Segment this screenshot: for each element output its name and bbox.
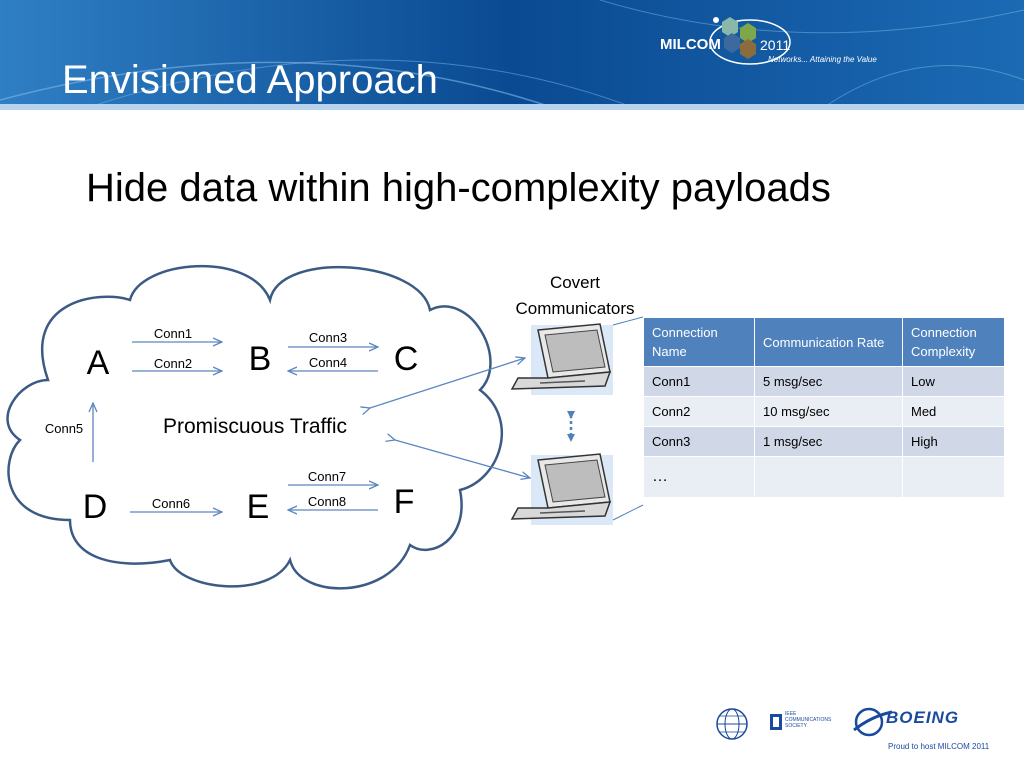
table-row: Conn2 10 msg/sec Med bbox=[643, 396, 1005, 427]
laptop-icon bbox=[510, 453, 613, 525]
header-background bbox=[0, 0, 1024, 110]
table-cell: 1 msg/sec bbox=[754, 426, 903, 457]
column-header: Communication Rate bbox=[754, 317, 903, 367]
milcom-logo-tagline: Networks... Attaining the Value bbox=[768, 55, 877, 64]
conn4-label: Conn4 bbox=[309, 355, 347, 370]
laptop2-link-arrow bbox=[395, 440, 530, 478]
covert-label-line2: Communicators bbox=[515, 299, 634, 318]
ieee-comsoc-icon bbox=[770, 714, 782, 730]
table-cell bbox=[902, 456, 1005, 498]
table-cell: … bbox=[643, 456, 755, 498]
footer-tagline: Proud to host MILCOM 2011 bbox=[888, 742, 990, 751]
conn7-label: Conn7 bbox=[308, 469, 346, 484]
laptop1-link-arrow bbox=[370, 358, 525, 408]
table-cell: Conn3 bbox=[643, 426, 755, 457]
covert-label-line1: Covert bbox=[550, 273, 600, 292]
laptop1-table-link bbox=[612, 316, 644, 326]
conn2-label: Conn2 bbox=[154, 356, 192, 371]
afcea-globe-icon bbox=[716, 708, 748, 740]
table-cell: 5 msg/sec bbox=[754, 366, 903, 397]
node-a: A bbox=[87, 344, 110, 382]
column-header: Connection Complexity bbox=[902, 317, 1005, 367]
node-f: F bbox=[394, 483, 415, 521]
conn6-label: Conn6 bbox=[152, 496, 190, 511]
node-c: C bbox=[394, 340, 419, 378]
conn5-label: Conn5 bbox=[45, 421, 83, 436]
table-row: Conn3 1 msg/sec High bbox=[643, 426, 1005, 457]
table-cell: High bbox=[902, 426, 1005, 457]
connection-table: Connection Name Communication Rate Conne… bbox=[643, 317, 1005, 498]
table-row: … bbox=[643, 456, 1005, 498]
boeing-logo-icon bbox=[853, 707, 893, 737]
node-b: B bbox=[249, 340, 272, 378]
slide-subtitle: Hide data within high-complexity payload… bbox=[86, 166, 831, 210]
column-header: Connection Name bbox=[643, 317, 755, 367]
table-cell: Low bbox=[902, 366, 1005, 397]
conn8-label: Conn8 bbox=[308, 494, 346, 509]
conn1-label: Conn1 bbox=[154, 326, 192, 341]
milcom-logo-year: 2011 bbox=[760, 37, 791, 53]
footer-logos bbox=[716, 707, 893, 740]
node-d: D bbox=[83, 488, 108, 526]
table-cell: Conn2 bbox=[643, 396, 755, 427]
table-cell: Med bbox=[902, 396, 1005, 427]
laptop-icon bbox=[510, 323, 613, 395]
slide-title: Envisioned Approach bbox=[62, 58, 438, 102]
header-banner: MILCOM 2011 Networks... Attaining the Va… bbox=[0, 0, 1024, 110]
boeing-wordmark: BOEING bbox=[886, 708, 960, 727]
node-e: E bbox=[247, 488, 270, 526]
table-row: Conn1 5 msg/sec Low bbox=[643, 366, 1005, 397]
cloud-label: Promiscuous Traffic bbox=[163, 415, 347, 438]
laptop2-table-link bbox=[612, 504, 644, 521]
conn3-label: Conn3 bbox=[309, 330, 347, 345]
table-header-row: Connection Name Communication Rate Conne… bbox=[643, 317, 1005, 367]
milcom-logo-text: MILCOM bbox=[660, 36, 721, 53]
table-cell bbox=[754, 456, 903, 498]
ieee-comsoc-text: IEEE COMMUNICATIONS SOCIETY bbox=[785, 711, 832, 729]
table-cell: 10 msg/sec bbox=[754, 396, 903, 427]
table-cell: Conn1 bbox=[643, 366, 755, 397]
